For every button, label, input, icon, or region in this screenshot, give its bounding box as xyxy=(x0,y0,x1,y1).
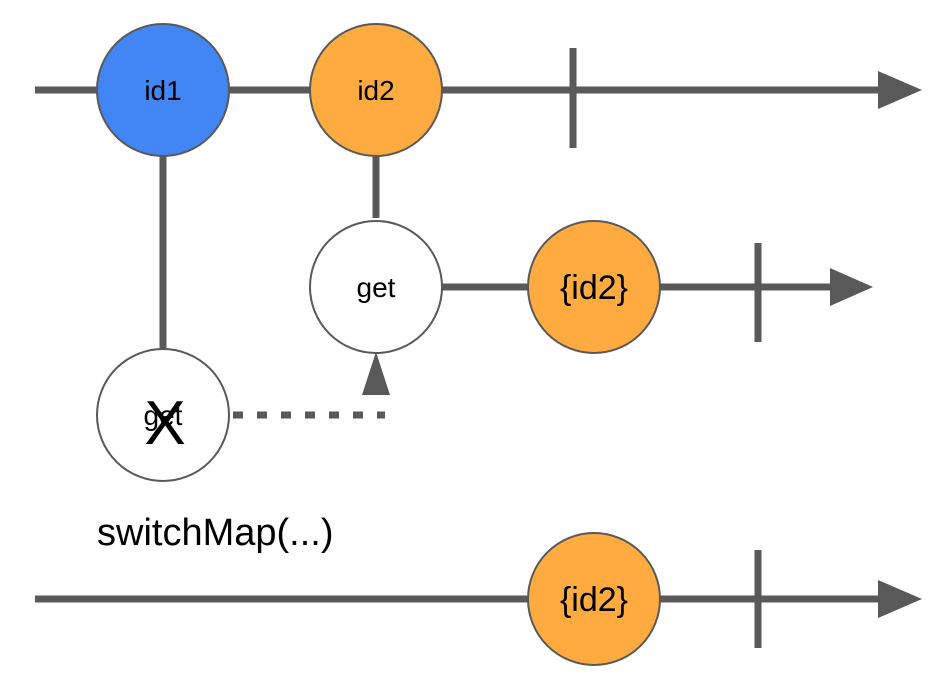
id2-label: id2 xyxy=(357,75,394,106)
inner1-get-node: get X xyxy=(96,348,230,482)
output-timeline xyxy=(35,550,922,648)
output-result-event: {id2} xyxy=(527,532,661,666)
source-event-id1: id1 xyxy=(96,23,230,157)
source-arrowhead xyxy=(878,71,922,109)
inner2-arrowhead xyxy=(830,268,873,306)
cancel-x-icon: X xyxy=(144,389,185,458)
switch-dotted-arrow xyxy=(233,352,390,419)
get2-label: get xyxy=(357,272,396,303)
inner2-result-event: {id2} xyxy=(527,220,661,354)
switch-arrowhead xyxy=(362,352,390,395)
id1-label: id1 xyxy=(144,75,181,106)
inner2-result-label: {id2} xyxy=(560,269,628,307)
id2-marble xyxy=(309,23,443,157)
source-event-id2: id2 xyxy=(309,23,443,157)
output-result-label: {id2} xyxy=(560,581,628,619)
output-result-marble xyxy=(527,532,661,666)
get2-marble xyxy=(309,220,443,354)
inner2-get-node: get xyxy=(309,220,443,354)
id1-marble xyxy=(96,23,230,157)
operator-label: switchMap(...) xyxy=(97,512,333,554)
get1-label: get xyxy=(144,400,183,431)
output-arrowhead xyxy=(878,580,922,618)
inner2-result-marble xyxy=(527,220,661,354)
get1-marble xyxy=(96,348,230,482)
